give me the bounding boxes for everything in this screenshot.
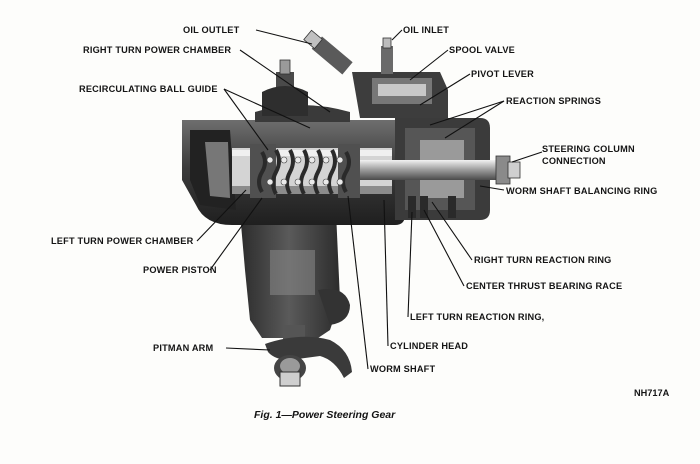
label-oil-outlet: OIL OUTLET	[183, 25, 240, 35]
label-steering-column-connection-line2: CONNECTION	[542, 156, 606, 166]
label-center-thrust-bearing-race: CENTER THRUST BEARING RACE	[466, 281, 622, 291]
label-cylinder-head: CYLINDER HEAD	[390, 341, 468, 351]
label-pitman-arm: PITMAN ARM	[153, 343, 213, 353]
label-recirculating-ball-guide: RECIRCULATING BALL GUIDE	[79, 84, 218, 94]
label-right-turn-power-chamber: RIGHT TURN POWER CHAMBER	[83, 45, 231, 55]
figure-code: NH717A	[634, 388, 670, 398]
callout-labels: OIL OUTLET OIL INLET RIGHT TURN POWER CH…	[51, 25, 657, 374]
label-pivot-lever: PIVOT LEVER	[471, 69, 534, 79]
leader-lines	[196, 29, 543, 370]
label-worm-shaft: WORM SHAFT	[370, 364, 435, 374]
label-oil-inlet: OIL INLET	[403, 25, 449, 35]
figure-caption: Fig. 1—Power Steering Gear	[254, 409, 396, 421]
gear-illustration	[182, 29, 521, 387]
label-reaction-springs: REACTION SPRINGS	[506, 96, 601, 106]
label-worm-shaft-balancing-ring: WORM SHAFT BALANCING RING	[506, 186, 657, 196]
label-power-piston: POWER PISTON	[143, 265, 217, 275]
label-left-turn-power-chamber: LEFT TURN POWER CHAMBER	[51, 236, 194, 246]
label-right-turn-reaction-ring: RIGHT TURN REACTION RING	[474, 255, 612, 265]
label-left-turn-reaction-ring: LEFT TURN REACTION RING,	[410, 312, 544, 322]
label-steering-column-connection-line1: STEERING COLUMN	[542, 144, 635, 154]
label-spool-valve: SPOOL VALVE	[449, 45, 515, 55]
